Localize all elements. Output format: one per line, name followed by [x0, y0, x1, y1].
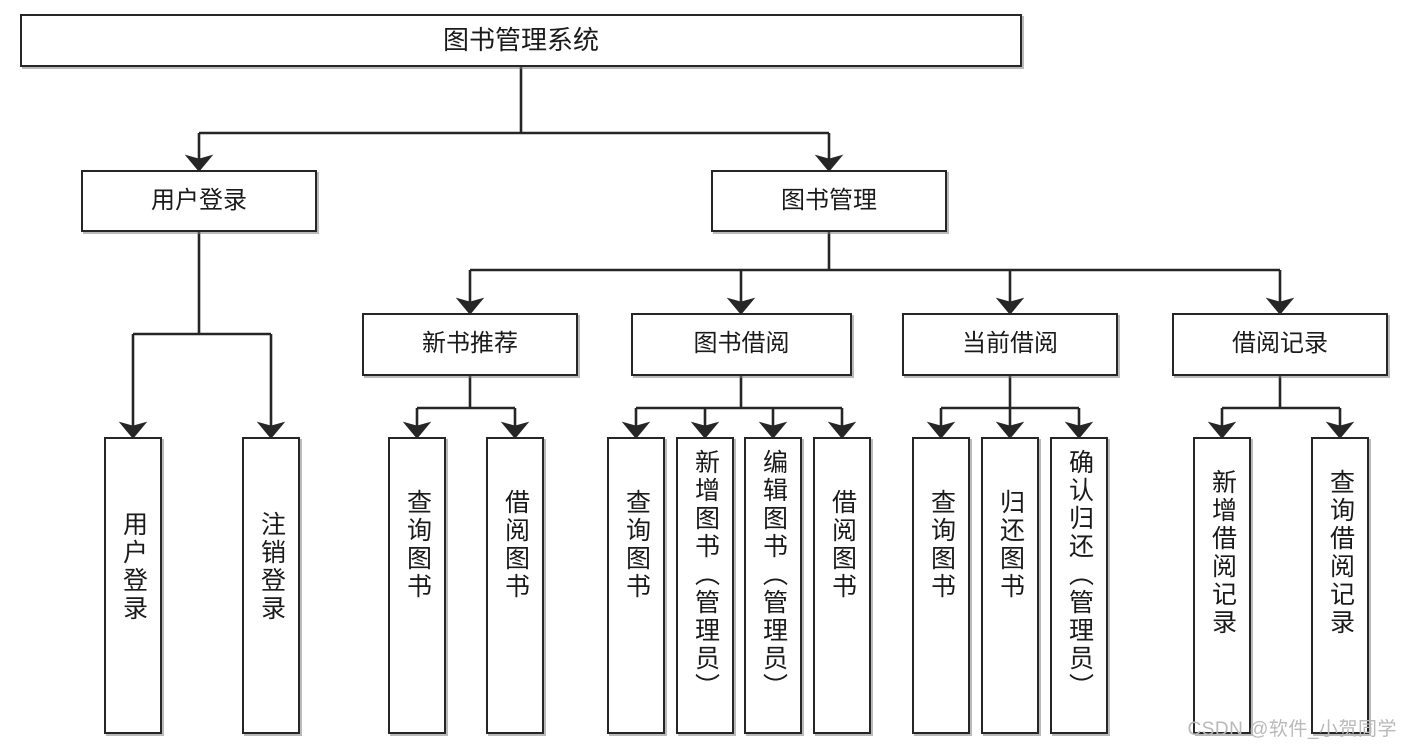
- leaf-add-book-admin[interactable]: 新增图书（管理员）: [676, 437, 734, 734]
- leaf-query-borrow-record-label: 查询借阅记录: [1326, 469, 1355, 637]
- leaf-query-borrow-record[interactable]: 查询借阅记录: [1311, 437, 1369, 734]
- leaf-return-book[interactable]: 归还图书: [981, 437, 1039, 734]
- leaf-logout[interactable]: 注销登录: [242, 437, 300, 734]
- leaf-logout-label: 注销登录: [257, 511, 286, 623]
- node-new-book-recommend-label: 新书推荐: [422, 330, 518, 358]
- leaf-user-login[interactable]: 用户登录: [104, 437, 162, 734]
- node-user-login-label: 用户登录: [151, 186, 247, 214]
- leaf-borrow-book-borrow[interactable]: 借阅图书: [813, 437, 871, 734]
- leaf-query-book-borrow[interactable]: 查询图书: [607, 437, 665, 734]
- node-book-management-label: 图书管理: [781, 186, 877, 214]
- node-current-borrow-label: 当前借阅: [962, 330, 1058, 358]
- leaf-query-book-recommend[interactable]: 查询图书: [388, 437, 446, 734]
- leaf-borrow-book-borrow-label: 借阅图书: [828, 489, 857, 601]
- leaf-borrow-book-recommend[interactable]: 借阅图书: [486, 437, 544, 734]
- node-user-login[interactable]: 用户登录: [81, 170, 317, 232]
- watermark: CSDN @软件_小贺同学: [1187, 719, 1397, 740]
- node-borrow-record-label: 借阅记录: [1232, 330, 1328, 358]
- node-current-borrow[interactable]: 当前借阅: [902, 313, 1118, 376]
- leaf-confirm-return-admin[interactable]: 确认归还（管理员）: [1050, 437, 1108, 734]
- leaf-add-book-admin-label: 新增图书（管理员）: [691, 449, 720, 701]
- leaf-add-borrow-record-label: 新增借阅记录: [1208, 469, 1237, 637]
- leaf-query-book-current[interactable]: 查询图书: [912, 437, 970, 734]
- node-borrow-record[interactable]: 借阅记录: [1172, 313, 1388, 376]
- node-root[interactable]: 图书管理系统: [20, 14, 1022, 67]
- leaf-edit-book-admin[interactable]: 编辑图书（管理员）: [744, 437, 802, 734]
- leaf-confirm-return-admin-label: 确认归还（管理员）: [1065, 449, 1094, 701]
- leaf-query-book-recommend-label: 查询图书: [403, 489, 432, 601]
- leaf-borrow-book-recommend-label: 借阅图书: [501, 489, 530, 601]
- leaf-query-book-borrow-label: 查询图书: [622, 489, 651, 601]
- node-book-borrow-label: 图书借阅: [693, 330, 790, 358]
- leaf-user-login-label: 用户登录: [119, 511, 148, 623]
- leaf-query-book-current-label: 查询图书: [927, 489, 956, 601]
- leaf-return-book-label: 归还图书: [996, 489, 1025, 601]
- leaf-edit-book-admin-label: 编辑图书（管理员）: [759, 449, 788, 701]
- node-new-book-recommend[interactable]: 新书推荐: [362, 313, 578, 376]
- node-book-management[interactable]: 图书管理: [711, 170, 947, 232]
- node-root-label: 图书管理系统: [442, 24, 599, 55]
- leaf-add-borrow-record[interactable]: 新增借阅记录: [1193, 437, 1251, 734]
- node-book-borrow[interactable]: 图书借阅: [631, 313, 852, 376]
